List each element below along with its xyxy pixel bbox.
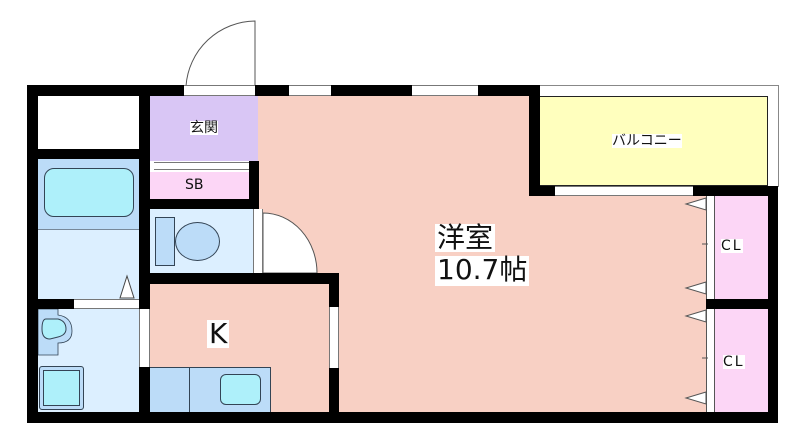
- window-top-2: [412, 85, 478, 96]
- closet-upper-label: CL: [721, 238, 743, 254]
- closet-doors-lower: [706, 309, 715, 412]
- closet-divider: [706, 299, 768, 309]
- washbasin-icon: [38, 309, 73, 356]
- outer-wall-top-mid2: [331, 85, 412, 96]
- balcony: バルコニー: [540, 96, 768, 186]
- sink-icon: [220, 374, 261, 405]
- outer-wall-top-left: [27, 85, 184, 96]
- outer-wall-left: [27, 85, 38, 422]
- entrance-label: 玄関: [190, 120, 218, 136]
- bathroom-lower: [38, 229, 139, 299]
- balcony-bottom-wall-left: [529, 186, 555, 196]
- wall-column-left: [139, 85, 150, 422]
- closet-lower-label: CL: [723, 354, 745, 370]
- outer-wall-right: [768, 186, 778, 423]
- western-room-ext: [529, 196, 706, 412]
- wall-sb-right: [249, 161, 259, 209]
- bathtub-icon: [44, 168, 134, 217]
- window-top-1: [289, 85, 331, 96]
- kitchen-label: K: [207, 317, 230, 350]
- wall-toilet-kitchen: [139, 273, 339, 284]
- entrance-step: [154, 162, 249, 170]
- wall-kitchen-right-bottom: [329, 368, 339, 412]
- kitchen-door-left: [139, 309, 150, 367]
- door-marker-icon: [119, 274, 135, 299]
- entrance-door-swing: [185, 20, 256, 87]
- kitchen-window-right: [329, 307, 339, 368]
- western-room-name: 洋室: [435, 221, 496, 254]
- outer-wall-top-mid1: [255, 85, 289, 96]
- washing-machine-icon: [39, 366, 84, 410]
- entrance: 玄関: [150, 96, 258, 161]
- entrance-doorway: [184, 85, 255, 96]
- wall-storage-bottom: [27, 149, 150, 159]
- toilet-door: [253, 209, 263, 273]
- wall-sb-toilet: [150, 199, 259, 209]
- balcony-left-wall: [529, 85, 540, 196]
- storage: [38, 96, 139, 149]
- toilet-bowl-icon: [175, 222, 220, 261]
- balcony-window: [555, 186, 693, 196]
- wall-kitchen-right-top: [329, 273, 339, 307]
- counter-divider: [189, 367, 190, 412]
- closet-doors-upper: [706, 196, 715, 299]
- shoe-box: SB: [150, 172, 249, 199]
- balcony-bottom-wall-right: [693, 186, 778, 196]
- closet-door-markers: [684, 197, 708, 405]
- toilet-door-swing: [263, 212, 318, 273]
- toilet-tank-icon: [155, 217, 175, 266]
- western-room-size: 10.7帖: [435, 253, 530, 286]
- shoe-box-label: SB: [185, 177, 204, 193]
- wall-bath-wash: [27, 299, 74, 309]
- balcony-label: バルコニー: [612, 133, 682, 149]
- bath-door: [74, 299, 139, 309]
- outer-wall-bottom: [27, 412, 778, 423]
- outer-wall-top-right: [478, 85, 540, 96]
